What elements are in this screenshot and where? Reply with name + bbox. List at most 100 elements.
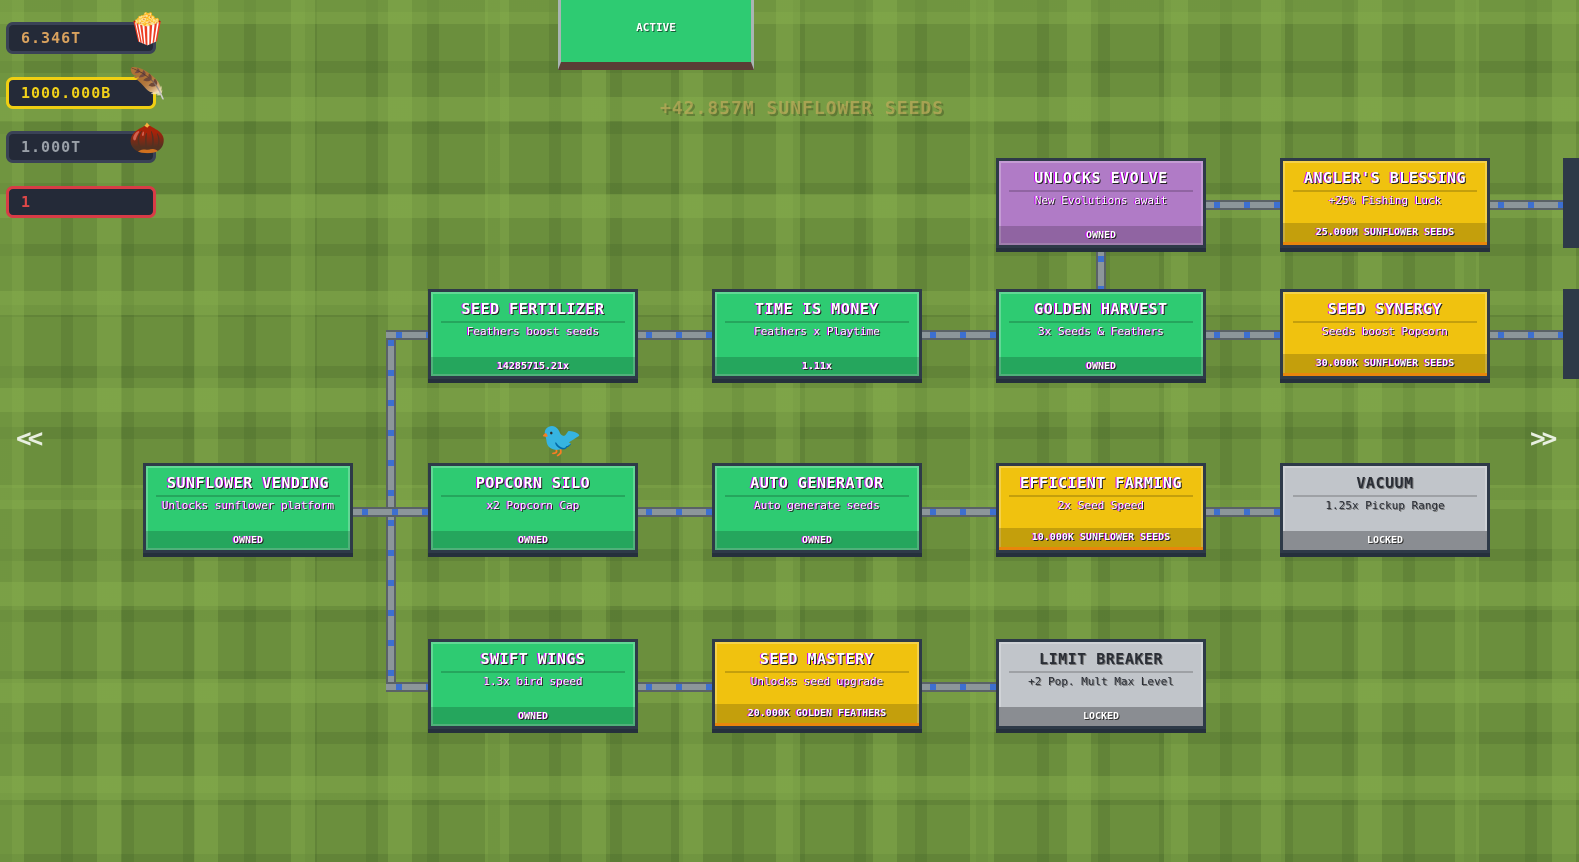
upgrade-description: Auto generate seeds [754, 499, 880, 512]
upgrade-title: SEED FERTILIZER [461, 300, 605, 318]
upgrade-card-auto-generator[interactable]: AUTO GENERATOR Auto generate seeds OWNED [712, 463, 922, 553]
connector [386, 330, 430, 340]
upgrade-description: New Evolutions await [1034, 194, 1168, 207]
connector [636, 682, 714, 692]
offscreen-card[interactable] [1563, 158, 1579, 248]
sunflower-seeds-value: 1.000T [21, 138, 82, 156]
connector [1488, 330, 1566, 340]
offscreen-card[interactable] [1563, 289, 1579, 379]
upgrade-card-swift-wings[interactable]: SWIFT WINGS 1.3x bird speed OWNED [428, 639, 638, 729]
connector [636, 330, 714, 340]
upgrade-title: EFFICIENT FARMING [1019, 474, 1183, 492]
popcorn-counter: 6.346T 🍿 [6, 15, 166, 54]
upgrade-description: +2 Pop. Mult Max Level [1028, 675, 1174, 688]
upgrade-card-time-is-money[interactable]: TIME IS MONEY Feathers x Playtime 1.11x [712, 289, 922, 379]
pigeon-sprite: 🐦 [540, 420, 583, 460]
connector [920, 507, 998, 517]
upgrade-title: SUNFLOWER VENDING [166, 474, 330, 492]
divider [441, 321, 625, 323]
upgrade-card-seed-synergy[interactable]: SEED SYNERGY Seeds boost Popcorn 30.000K… [1280, 289, 1490, 379]
upgrade-description: Seeds boost Popcorn [1322, 325, 1448, 338]
connector [920, 682, 998, 692]
upgrade-status: LOCKED [1283, 531, 1487, 550]
upgrade-status: OWNED [431, 531, 635, 550]
upgrade-card-limit-breaker[interactable]: LIMIT BREAKER +2 Pop. Mult Max Level LOC… [996, 639, 1206, 729]
next-page-button[interactable]: >> [1530, 424, 1557, 454]
divider [1009, 321, 1193, 323]
seeds-icon: 🌰 [128, 121, 167, 156]
upgrade-description: 1.3x bird speed [483, 675, 583, 688]
upgrade-description: Unlocks sunflower platform [161, 499, 335, 512]
upgrade-description: 2x Seed Speed [1057, 499, 1145, 512]
upgrade-description: x2 Popcorn Cap [486, 499, 580, 512]
upgrade-description: 3x Seeds & Feathers [1038, 325, 1164, 338]
upgrade-card-unlocks-evolve[interactable]: UNLOCKS EVOLVE New Evolutions await OWNE… [996, 158, 1206, 248]
upgrade-status: OWNED [146, 531, 350, 550]
upgrade-title: TIME IS MONEY [755, 300, 879, 318]
upgrade-status: 10.000K SUNFLOWER SEEDS [999, 528, 1203, 550]
upgrade-description: 1.25x Pickup Range [1325, 499, 1445, 512]
upgrade-title: UNLOCKS EVOLVE [1034, 169, 1168, 187]
connector [386, 682, 430, 692]
divider [1293, 495, 1477, 497]
upgrade-card-sunflower-vending[interactable]: SUNFLOWER VENDING Unlocks sunflower plat… [143, 463, 353, 553]
upgrade-status: 1.11x [715, 357, 919, 376]
divider [1293, 190, 1477, 192]
divider [1009, 190, 1193, 192]
level-value: 1 [21, 193, 32, 211]
upgrade-title: ANGLER'S BLESSING [1303, 169, 1467, 187]
active-label: ACTIVE [636, 21, 676, 34]
active-upgrade-card[interactable]: ACTIVE [558, 0, 754, 70]
divider [441, 495, 625, 497]
upgrade-description: Unlocks seed upgrade [750, 675, 884, 688]
popcorn-value: 6.346T [21, 29, 82, 47]
upgrade-card-seed-fertilizer[interactable]: SEED FERTILIZER Feathers boost seeds 142… [428, 289, 638, 379]
upgrade-card-vacuum[interactable]: VACUUM 1.25x Pickup Range LOCKED [1280, 463, 1490, 553]
connector [1204, 507, 1282, 517]
upgrade-status: OWNED [999, 357, 1203, 376]
divider [1009, 671, 1193, 673]
golden-feathers-counter: 1000.000B 🪶 [6, 70, 166, 109]
divider [156, 495, 340, 497]
divider [441, 671, 625, 673]
connector [1204, 200, 1282, 210]
connector [352, 507, 430, 517]
divider [725, 671, 909, 673]
upgrade-title: SEED MASTERY [759, 650, 875, 668]
upgrade-card-popcorn-silo[interactable]: POPCORN SILO x2 Popcorn Cap OWNED [428, 463, 638, 553]
upgrade-card-golden-harvest[interactable]: GOLDEN HARVEST 3x Seeds & Feathers OWNED [996, 289, 1206, 379]
prev-page-button[interactable]: << [16, 424, 43, 454]
connector [920, 330, 998, 340]
upgrade-status: OWNED [431, 707, 635, 726]
golden-feathers-value: 1000.000B [21, 84, 112, 102]
popcorn-icon: 🍿 [128, 12, 167, 47]
sunflower-seeds-counter: 1.000T 🌰 [6, 124, 166, 163]
golden-feather-icon: 🪶 [128, 67, 167, 102]
divider [725, 321, 909, 323]
connector [1204, 330, 1282, 340]
upgrade-title: POPCORN SILO [475, 474, 591, 492]
upgrade-description: Feathers boost seeds [466, 325, 600, 338]
connector [1096, 246, 1106, 290]
upgrade-status: 30.000K SUNFLOWER SEEDS [1283, 354, 1487, 376]
connector [636, 507, 714, 517]
divider [1009, 495, 1193, 497]
upgrade-card-anglers-blessing[interactable]: ANGLER'S BLESSING +25% Fishing Luck 25.0… [1280, 158, 1490, 248]
upgrade-status: 20.000K GOLDEN FEATHERS [715, 704, 919, 726]
connector [1488, 200, 1566, 210]
upgrade-card-seed-mastery[interactable]: SEED MASTERY Unlocks seed upgrade 20.000… [712, 639, 922, 729]
upgrade-description: Feathers x Playtime [754, 325, 880, 338]
upgrade-card-efficient-farming[interactable]: EFFICIENT FARMING 2x Seed Speed 10.000K … [996, 463, 1206, 553]
upgrade-title: AUTO GENERATOR [750, 474, 884, 492]
upgrade-title: GOLDEN HARVEST [1034, 300, 1168, 318]
upgrade-title: LIMIT BREAKER [1039, 650, 1163, 668]
level-counter: 1 [6, 186, 156, 218]
seed-gain-popup: +42.857M SUNFLOWER SEEDS [660, 98, 945, 119]
upgrade-title: SWIFT WINGS [480, 650, 586, 668]
upgrade-description: +25% Fishing Luck [1328, 194, 1442, 207]
upgrade-status: 25.000M SUNFLOWER SEEDS [1283, 223, 1487, 245]
upgrade-title: SEED SYNERGY [1327, 300, 1443, 318]
upgrade-status: OWNED [715, 531, 919, 550]
divider [1293, 321, 1477, 323]
upgrade-title: VACUUM [1356, 474, 1414, 492]
